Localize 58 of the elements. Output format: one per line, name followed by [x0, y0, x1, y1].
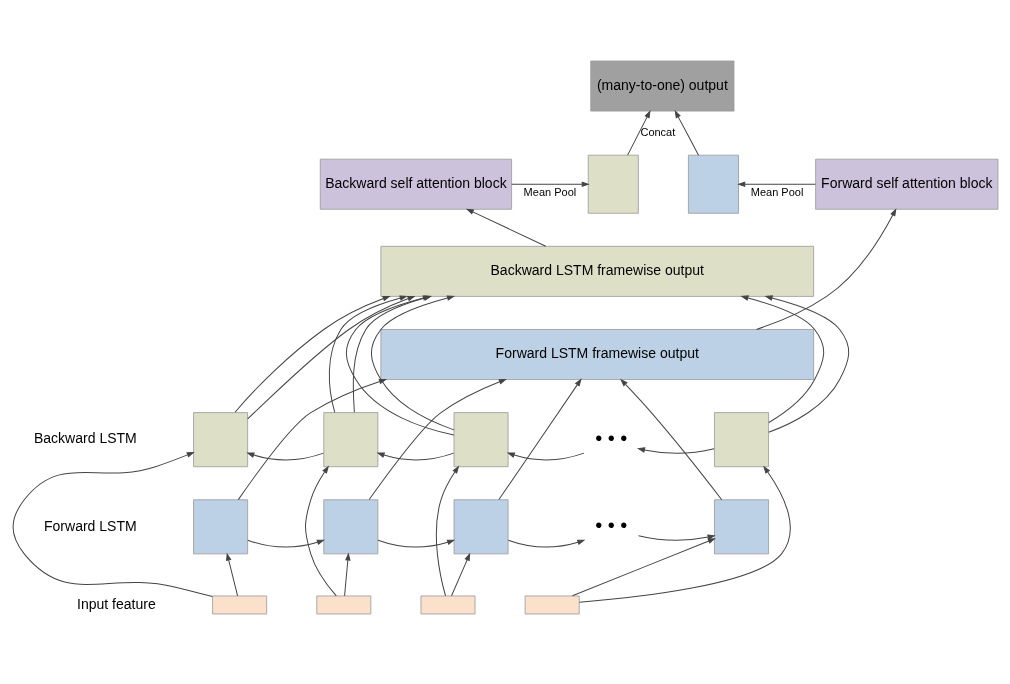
arrow: [637, 534, 715, 541]
arrow: [234, 296, 390, 413]
arrow: [626, 110, 650, 156]
arrow: [246, 539, 324, 548]
node-box: [524, 595, 580, 615]
arrow: [507, 452, 584, 461]
arrow: [578, 466, 791, 603]
node-box: [192, 412, 248, 468]
arrow: [571, 538, 715, 597]
node-box: Backward self attention block: [319, 158, 512, 210]
arrow: [765, 295, 849, 433]
arrow: [737, 181, 816, 187]
arrow: [450, 553, 470, 597]
arrow: [435, 466, 459, 597]
arrow: [246, 452, 324, 461]
arrow: [377, 539, 454, 548]
arrow: [328, 295, 407, 413]
node-text: • • •: [594, 426, 627, 449]
label: Input feature: [76, 595, 156, 612]
arrow: [246, 296, 415, 420]
arrow: [343, 553, 350, 597]
arrow: [755, 209, 896, 330]
edge-label: Mean Pool: [523, 186, 576, 199]
arrow: [637, 447, 715, 454]
node-box: Forward LSTM framewise output: [380, 329, 814, 380]
arrow: [12, 452, 213, 598]
arrow: [620, 379, 722, 501]
node-box: [315, 595, 371, 615]
node-box: [713, 499, 769, 555]
node-box: [420, 595, 475, 615]
node-box: [211, 595, 267, 615]
node-box: [713, 412, 769, 468]
node-box: [587, 154, 639, 214]
node-box: [453, 412, 508, 468]
node-box: [453, 499, 508, 555]
arrow: [368, 379, 506, 501]
arrow: [497, 379, 581, 501]
arrow: [510, 181, 589, 187]
arrow: [466, 208, 546, 247]
node-box: [687, 154, 739, 214]
node-box: [322, 412, 378, 468]
label: Backward LSTM: [33, 430, 137, 447]
node-box: Forward self attention block: [814, 158, 998, 210]
arrow: [740, 295, 824, 424]
node-box: Backward LSTM framewise output: [380, 245, 814, 297]
edge-label: Mean Pool: [750, 186, 803, 199]
node-box: (many-to-one) output: [589, 60, 734, 112]
arrow: [674, 110, 699, 156]
node-text: • • •: [594, 513, 627, 536]
arrow: [225, 553, 238, 597]
node-box: [192, 499, 248, 555]
arrow: [304, 466, 337, 597]
node-box: [322, 499, 378, 555]
arrow: [377, 452, 454, 461]
arrow: [237, 378, 386, 501]
label: Forward LSTM: [43, 517, 137, 534]
edge-label: Concat: [639, 125, 675, 138]
arrow: [507, 539, 584, 548]
